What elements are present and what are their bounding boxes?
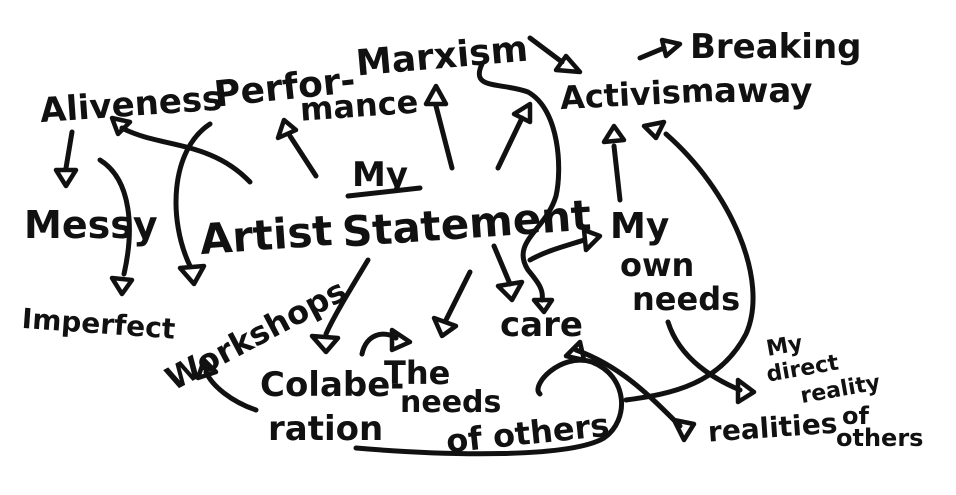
connector-aliveness-imperfect [97,157,132,277]
arrowhead-performance [275,117,299,141]
node-needs-line2: needs [400,385,501,420]
node-realities-line2: of [842,402,869,430]
node-realities-line3: others [836,424,923,452]
arrowhead-messy [53,167,79,189]
connector-artist-performance [287,133,319,179]
node-breaking: Breaking [690,27,862,67]
connector-care-ownneeds [527,237,587,263]
connector-statement-colab [323,257,371,337]
arrowhead-direct [735,377,757,405]
node-messy: Messy [24,203,158,247]
arrowhead-marxism [423,83,449,107]
arrowhead-care-up [563,339,587,363]
arrowhead-care-top [531,297,555,315]
arrowhead-activism [511,101,533,125]
connector-ownneeds-direct [665,319,743,393]
node-colab-line1: Colabe- [260,365,404,405]
center-underline [345,185,423,199]
node-realities-line1: realities [707,407,839,449]
connector-aliveness-messy [63,129,75,171]
connectors [53,35,757,457]
connector-statement-activism [495,115,525,171]
connector-care-realities [573,347,683,429]
nodes: Aliveness Perfor- mance Marxism Breaking… [21,27,924,461]
center-artist: Artist [198,206,334,264]
arrowhead-needs-2 [389,327,413,353]
connector-statement-marxism [433,103,455,171]
arrowhead-realities [671,417,697,443]
node-marxism: Marxism [354,29,529,85]
connector-statement-care [491,243,513,287]
arrowhead-imperfect [109,275,135,297]
connector-ownneeds-activism [611,143,623,203]
node-colab-line2: ration [268,409,383,449]
connector-activism-others [623,131,756,403]
arrowhead-needs [431,315,459,339]
arrowhead-ownneeds [581,227,603,253]
node-activism: Activism [559,71,715,117]
arrowhead-activism-3 [641,119,667,141]
node-own-line2: own [620,246,694,284]
node-needs-line1: The [384,354,450,392]
arrowhead-activism-top [553,53,583,75]
connector-performance-workshops [173,121,213,269]
connector-marxism-activism [527,35,565,65]
node-aliveness: Aliveness [39,79,224,132]
arrowhead-activism-2 [601,123,627,145]
node-care: care [500,305,583,345]
node-away: away [714,71,812,111]
node-own-line1: My [610,206,669,247]
arrowhead-colab [309,333,341,355]
connector-artist-aliveness [119,125,253,185]
node-own-line3: needs [632,280,740,318]
node-performance-line2: mance [299,83,420,129]
arrowhead-workshops-2 [195,357,219,381]
arrowhead-workshops [177,263,207,287]
connector-marxism-care [476,61,562,303]
arrowhead-care [495,279,525,303]
connector-breaking [637,45,667,61]
connector-bottom-loop [353,357,625,457]
node-imperfect: Imperfect [21,302,177,346]
arrowhead-breaking [659,37,683,59]
connector-statement-needs [443,269,473,323]
node-direct-line1: My [764,331,804,362]
arrowhead-aliveness [109,115,133,137]
